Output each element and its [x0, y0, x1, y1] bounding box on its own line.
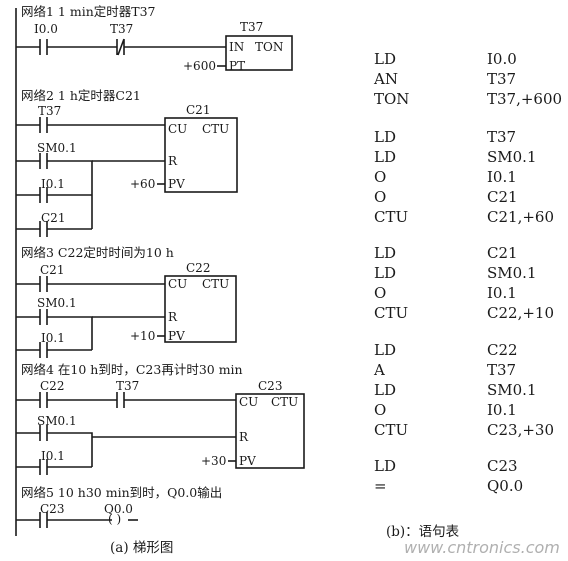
stl-op: LD: [374, 244, 396, 262]
network-2-title: 网络2 1 h定时器C21: [21, 88, 141, 103]
counter-cu-pin: CU: [239, 395, 259, 409]
network-5-title: 网络5 10 h30 min到时，Q0.0输出: [21, 485, 223, 500]
network-1-title: 网络1 1 min定时器T37: [21, 4, 156, 19]
contact-label: I0.1: [41, 449, 65, 463]
network-1-wiring: [16, 35, 293, 71]
stl-operand: T37: [487, 70, 517, 88]
stl-op: CTU: [374, 421, 409, 439]
statement-list-caption: (b)：语句表: [386, 524, 460, 540]
contact-label: C21: [40, 263, 65, 277]
network-3-title: 网络3 C22定时时间为10 h: [21, 245, 174, 260]
stl-operand: C21,+60: [487, 208, 554, 226]
timer-preset: +600: [183, 59, 216, 73]
timer-pt-pin: PT: [229, 59, 246, 73]
stl-op: LD: [374, 264, 396, 282]
contact-label: SM0.1: [37, 414, 77, 428]
stl-operand: Q0.0: [487, 477, 524, 495]
stl-op: A: [374, 361, 385, 379]
network-4-title: 网络4 在10 h到时，C23再计时30 min: [21, 362, 243, 377]
stl-operand: C23: [487, 457, 518, 475]
timer-in-pin: IN: [229, 40, 245, 54]
stl-operand: C22,+10: [487, 304, 554, 322]
ladder-caption: (a) 梯形图: [110, 540, 174, 556]
counter-r-pin: R: [168, 310, 178, 324]
stl-op: AN: [374, 70, 398, 88]
counter-cu-pin: CU: [168, 277, 188, 291]
contact-label: I0.1: [41, 177, 65, 191]
stl-operand: C21: [487, 244, 518, 262]
counter-cu-pin: CU: [168, 122, 188, 136]
stl-operand: SM0.1: [487, 148, 537, 166]
stl-op: CTU: [374, 304, 409, 322]
counter-type: CTU: [202, 277, 230, 291]
counter-preset: +30: [201, 454, 227, 468]
stl-operand: SM0.1: [487, 381, 537, 399]
counter-preset: +10: [130, 329, 156, 343]
stl-op: LD: [374, 341, 396, 359]
contact-label: SM0.1: [37, 141, 77, 155]
stl-op: =: [374, 477, 387, 495]
stl-operand: I0.0: [487, 50, 517, 68]
network-3-wiring: [16, 275, 237, 358]
contact-label: I0.1: [41, 331, 65, 345]
stl-operand: I0.1: [487, 284, 517, 302]
watermark: www.cntronics.com: [404, 538, 560, 557]
counter-pv-pin: PV: [239, 454, 256, 468]
stl-op: LD: [374, 128, 396, 146]
contact-label: C23: [40, 502, 65, 516]
stl-operand: T37,+600: [487, 90, 563, 108]
stl-op: LD: [374, 50, 396, 68]
counter-type: CTU: [202, 122, 230, 136]
stl-operand: T37: [487, 361, 517, 379]
counter-pv-pin: PV: [168, 177, 185, 191]
stl-op: O: [374, 188, 387, 206]
stl-operand: C22: [487, 341, 518, 359]
stl-op: LD: [374, 457, 396, 475]
counter-name: C23: [258, 379, 283, 393]
stl-op: O: [374, 284, 387, 302]
stl-operand: C23,+30: [487, 421, 554, 439]
counter-name: C22: [186, 261, 211, 275]
stl-operand: SM0.1: [487, 264, 537, 282]
contact-label: C21: [41, 211, 66, 225]
counter-r-pin: R: [168, 154, 178, 168]
counter-name: C21: [186, 103, 211, 117]
network-2-wiring: [16, 117, 238, 237]
stl-operand: I0.1: [487, 401, 517, 419]
stl-op: LD: [374, 148, 396, 166]
counter-type: CTU: [271, 395, 299, 409]
contact-label: T37: [116, 379, 140, 393]
coil-label: Q0.0: [104, 502, 133, 516]
network-5-wiring: [16, 512, 138, 528]
network-4-wiring: [16, 392, 305, 475]
counter-r-pin: R: [239, 430, 249, 444]
timer-type: TON: [255, 40, 284, 54]
stl-op: CTU: [374, 208, 409, 226]
contact-label: I0.0: [34, 22, 58, 36]
stl-operand: I0.1: [487, 168, 517, 186]
contact-label: T37: [110, 22, 134, 36]
timer-name: T37: [240, 20, 264, 34]
stl-op: LD: [374, 381, 396, 399]
stl-operand: C21: [487, 188, 518, 206]
coil-symbol: ( ): [108, 512, 122, 526]
stl-op: TON: [374, 90, 410, 108]
contact-label: C22: [40, 379, 65, 393]
counter-preset: +60: [130, 177, 156, 191]
stl-op: O: [374, 401, 387, 419]
counter-pv-pin: PV: [168, 329, 185, 343]
stl-op: O: [374, 168, 387, 186]
contact-label: T37: [38, 104, 62, 118]
contact-label: SM0.1: [37, 296, 77, 310]
stl-operand: T37: [487, 128, 517, 146]
